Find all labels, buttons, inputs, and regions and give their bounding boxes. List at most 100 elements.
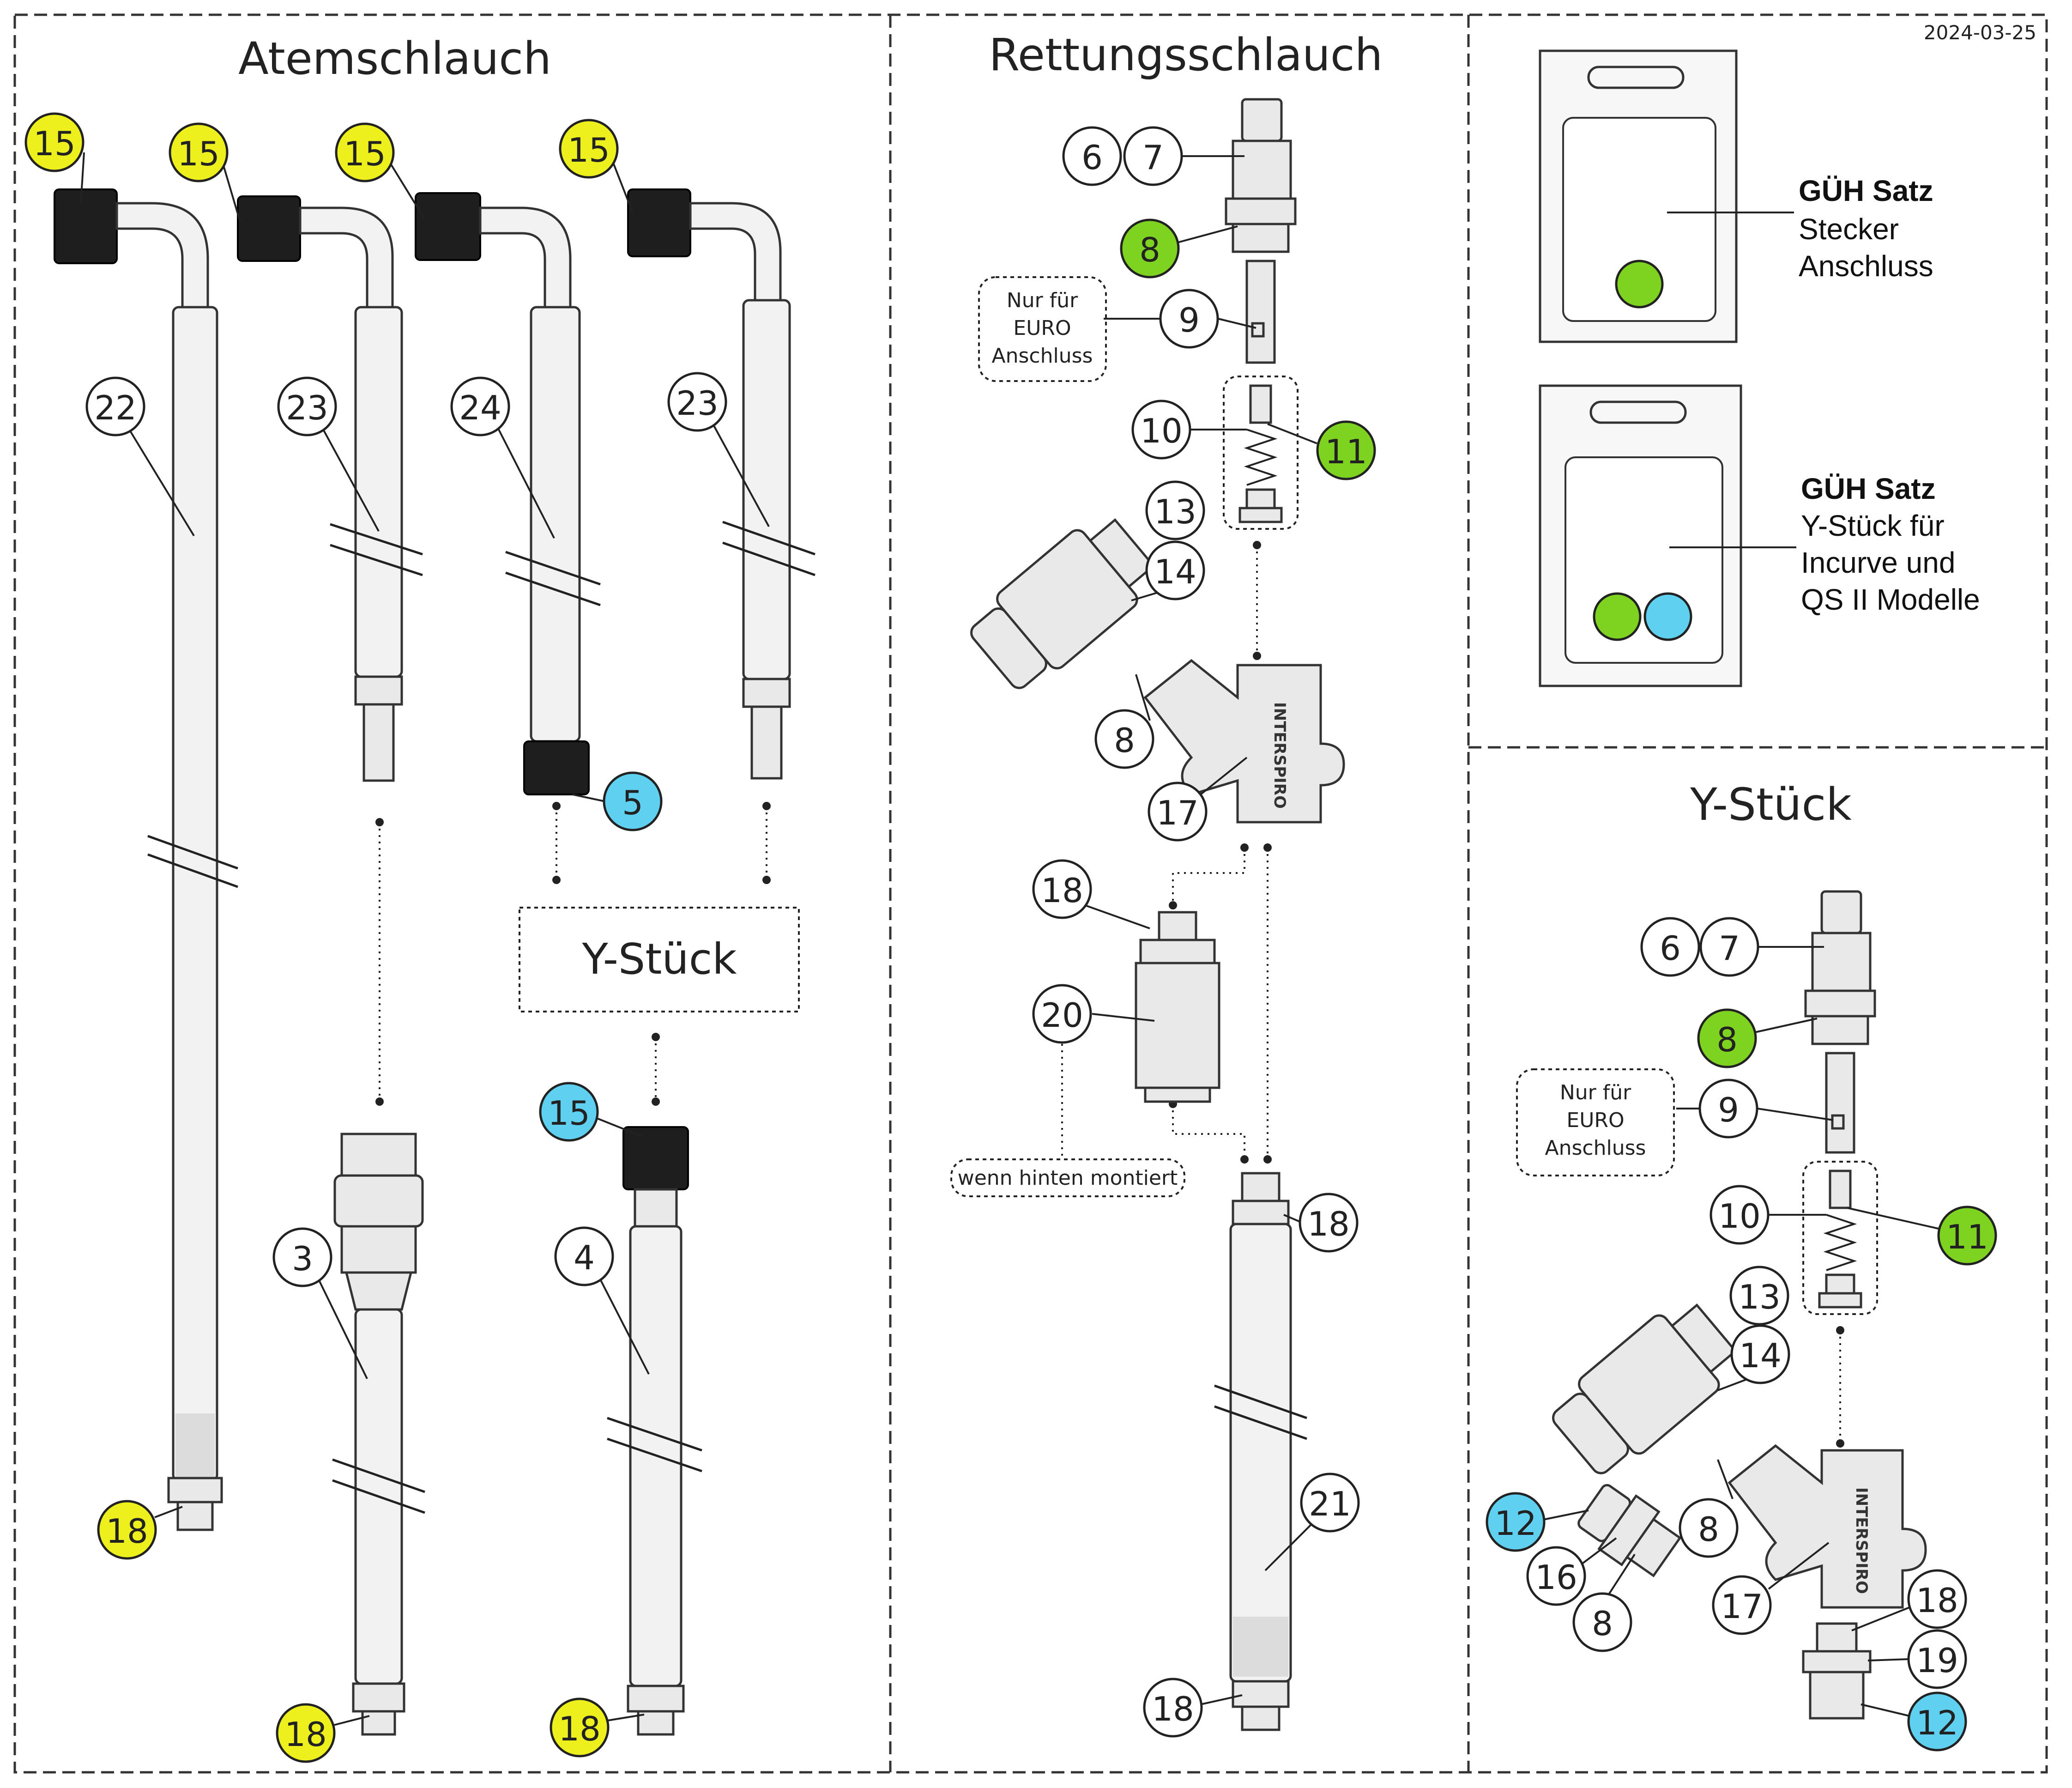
ystueck-reference-box: Y-Stück xyxy=(519,907,800,1012)
callout-circle xyxy=(1123,126,1183,186)
ystueck-valve xyxy=(1769,1161,1939,1315)
hose-23-right xyxy=(611,159,816,780)
callout-5: 5 xyxy=(603,771,663,831)
callout-circle xyxy=(1712,1575,1772,1635)
svg-text:QS II Modelle: QS II Modelle xyxy=(1801,583,1980,616)
callout-circle xyxy=(1062,126,1122,186)
callout-circle xyxy=(1526,1546,1586,1606)
callout-11: 11 xyxy=(1937,1206,1997,1266)
callout-circle xyxy=(554,1226,614,1286)
panel-title-rettungsschlauch: Rettungsschlauch xyxy=(989,29,1383,81)
callout-24: 24 xyxy=(450,376,510,436)
callout-label: 3 xyxy=(292,1239,313,1278)
callout-15: 15 xyxy=(539,1082,599,1142)
callout-label: 15 xyxy=(33,124,76,163)
callout-6: 6 xyxy=(1640,917,1700,977)
callout-18: 18 xyxy=(276,1703,336,1763)
callout-circle xyxy=(1131,400,1191,460)
callout-18: 18 xyxy=(1032,859,1092,919)
callout-circle xyxy=(1907,1569,1967,1629)
hose-24 xyxy=(387,158,605,802)
callout-label: 11 xyxy=(1946,1218,1988,1256)
callout-circle xyxy=(1148,782,1208,842)
callout-circle xyxy=(1094,709,1154,769)
date-stamp: 2024-03-25 xyxy=(1924,21,2036,44)
callout-label: 18 xyxy=(106,1512,148,1551)
callout-circle xyxy=(1698,1079,1758,1139)
callout-label: 18 xyxy=(1916,1581,1958,1620)
callout-circle xyxy=(1729,1266,1789,1326)
callout-10: 10 xyxy=(1710,1185,1770,1245)
callout-8: 8 xyxy=(1679,1498,1739,1558)
callout-label: 18 xyxy=(284,1715,327,1754)
svg-text:Nur für: Nur für xyxy=(1007,289,1078,312)
plug-6-7-8 xyxy=(1177,98,1297,253)
ystueck-box-label: Y-Stück xyxy=(581,934,737,984)
callout-label: 8 xyxy=(1139,230,1160,269)
ystueck-sleeve xyxy=(1676,1052,1855,1154)
callout-15: 15 xyxy=(559,119,619,179)
callout-label: 24 xyxy=(459,388,501,427)
callout-circle xyxy=(1032,859,1092,919)
panel-frames xyxy=(13,13,2048,1774)
callout-label: 18 xyxy=(1307,1205,1350,1243)
callout-circle xyxy=(1697,1008,1757,1068)
callout-label: 7 xyxy=(1142,138,1164,177)
callout-3: 3 xyxy=(272,1227,332,1287)
callout-circle xyxy=(667,372,727,432)
callout-8: 8 xyxy=(1697,1008,1757,1068)
callout-circle xyxy=(1710,1185,1770,1245)
callout-14: 14 xyxy=(1145,540,1205,600)
hose-3 xyxy=(318,1133,425,1736)
callout-circle xyxy=(169,122,229,182)
callout-circle xyxy=(603,771,663,831)
connection-lines-rettung xyxy=(1169,843,1272,1164)
callout-label: 15 xyxy=(344,134,386,173)
sleeve-9 xyxy=(1104,260,1276,364)
callout-11: 11 xyxy=(1316,420,1376,480)
callout-circle xyxy=(272,1227,332,1287)
callout-label: 20 xyxy=(1041,996,1083,1035)
callout-circle xyxy=(24,112,85,172)
callout-label: 12 xyxy=(1916,1703,1958,1742)
coupling-18-19-12 xyxy=(1802,1606,1910,1720)
callout-label: 6 xyxy=(1081,138,1103,177)
callout-circle xyxy=(1145,540,1205,600)
callout-8: 8 xyxy=(1120,218,1180,279)
ystueck-body-bottom: INTERSPIRO xyxy=(1552,1303,1927,1609)
callout-circle xyxy=(1699,917,1759,977)
callout-circle xyxy=(276,1703,336,1763)
callout-19: 19 xyxy=(1907,1629,1967,1689)
kit-2: GÜH Satz Y-Stück für Incurve und QS II M… xyxy=(1539,384,1980,687)
callout-label: 10 xyxy=(1718,1197,1761,1236)
callout-label: 11 xyxy=(1325,432,1367,471)
callout-label: 22 xyxy=(94,388,137,427)
callout-12: 12 xyxy=(1907,1691,1967,1752)
hose-4 xyxy=(595,1117,702,1736)
hose-23-left xyxy=(221,159,423,782)
callout-label: 19 xyxy=(1916,1641,1958,1680)
callout-label: 8 xyxy=(1114,721,1135,760)
kit-1-swatch-green xyxy=(1615,260,1664,309)
svg-text:Anschluss: Anschluss xyxy=(1799,249,1933,283)
callout-10: 10 xyxy=(1131,400,1191,460)
brand-label-top: INTERSPIRO xyxy=(1270,702,1289,809)
callout-15: 15 xyxy=(24,112,85,172)
callout-18: 18 xyxy=(1299,1193,1359,1253)
svg-text:Y-Stück für: Y-Stück für xyxy=(1801,509,1945,542)
svg-text:Anschluss: Anschluss xyxy=(992,344,1093,368)
callout-16: 16 xyxy=(1526,1546,1586,1606)
valve-10-11 xyxy=(1190,376,1317,530)
callout-label: 15 xyxy=(568,131,610,170)
callout-circle xyxy=(1730,1324,1790,1384)
callout-label: 17 xyxy=(1721,1587,1763,1626)
callout-label: 15 xyxy=(548,1094,590,1133)
callout-circle xyxy=(1143,1678,1203,1738)
callout-circle xyxy=(1937,1206,1997,1266)
callout-22: 22 xyxy=(85,376,145,436)
svg-text:wenn hinten montiert: wenn hinten montiert xyxy=(958,1166,1178,1190)
callout-circle xyxy=(1299,1193,1359,1253)
callout-15: 15 xyxy=(169,122,229,182)
callout-label: 8 xyxy=(1716,1020,1738,1059)
